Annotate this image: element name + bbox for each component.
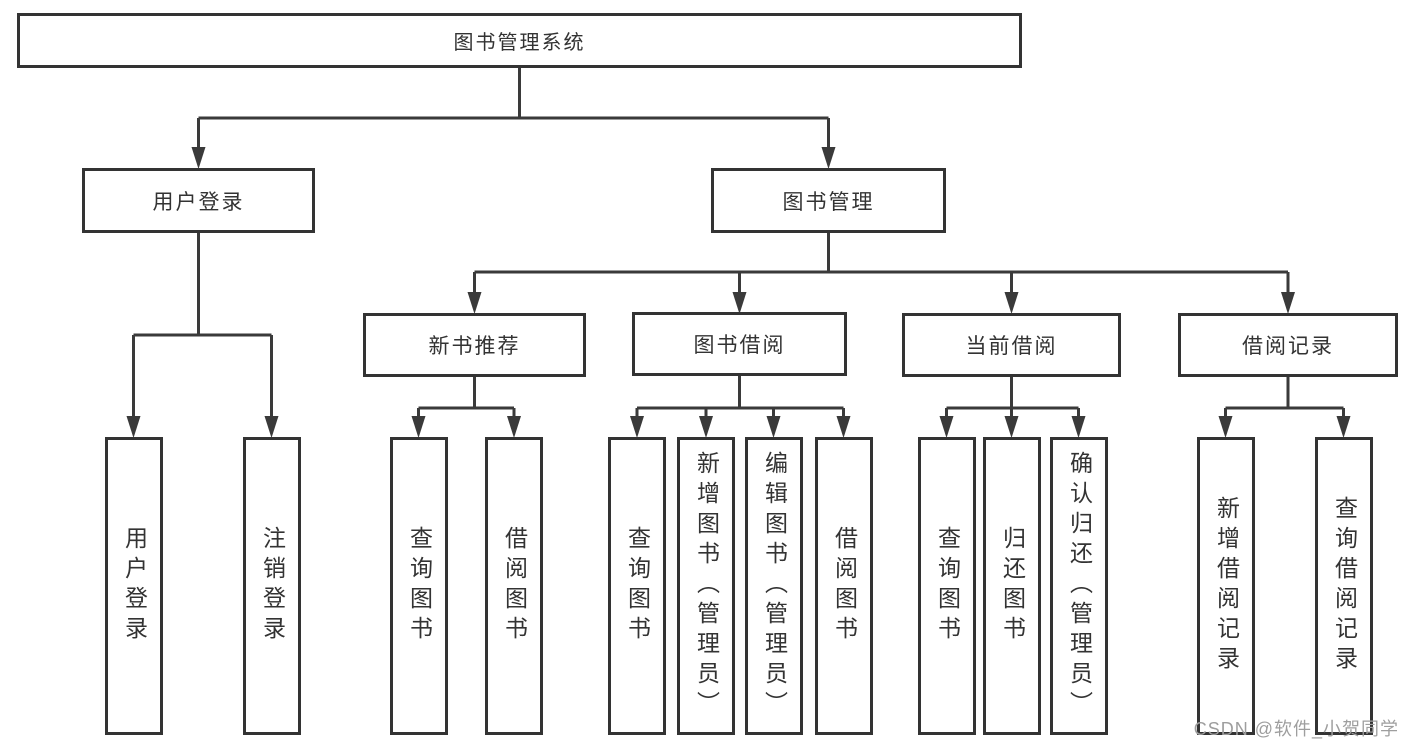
node-library-management-system: 图书管理系统 [17, 13, 1022, 68]
node-current-borrowing: 当前借阅 [902, 313, 1121, 377]
leaf-label: 新增借阅记录 [1213, 496, 1240, 676]
leaf-label: 新增图书（管理员） [693, 451, 720, 721]
leaf-label: 查询图书 [624, 526, 651, 646]
leaf-edit-books-admin: 编辑图书（管理员） [745, 437, 803, 735]
leaf-query-books-current: 查询图书 [918, 437, 976, 735]
leaf-user-login: 用户登录 [105, 437, 163, 735]
leaf-label: 确认归还（管理员） [1066, 451, 1093, 721]
node-label: 图书管理 [782, 190, 875, 214]
leaf-query-books-borrowing: 查询图书 [608, 437, 666, 735]
leaf-label: 归还图书 [999, 526, 1026, 646]
leaf-label: 查询图书 [934, 526, 961, 646]
leaf-query-books-recommend: 查询图书 [390, 437, 448, 735]
csdn-watermark: CSDN @软件_小贺同学 [1193, 719, 1399, 739]
leaf-add-books-admin: 新增图书（管理员） [677, 437, 735, 735]
node-borrowing-records: 借阅记录 [1178, 313, 1398, 377]
node-user-login: 用户登录 [82, 168, 315, 233]
leaf-label: 编辑图书（管理员） [761, 451, 788, 721]
leaf-label: 注销登录 [259, 526, 286, 646]
leaf-borrow-books-borrowing: 借阅图书 [815, 437, 873, 735]
leaf-logout: 注销登录 [243, 437, 301, 735]
node-label: 图书借阅 [693, 334, 786, 357]
leaf-return-books: 归还图书 [983, 437, 1041, 735]
leaf-add-borrow-record: 新增借阅记录 [1197, 437, 1255, 735]
node-label: 图书管理系统 [453, 32, 586, 54]
node-new-book-recommend: 新书推荐 [363, 313, 586, 377]
leaf-borrow-books-recommend: 借阅图书 [485, 437, 543, 735]
node-label: 借阅记录 [1242, 335, 1334, 358]
arrowheads [126, 147, 1351, 438]
node-label: 新书推荐 [428, 335, 521, 358]
node-book-borrowing: 图书借阅 [632, 312, 847, 376]
leaf-label: 查询图书 [406, 526, 433, 646]
leaf-confirm-return-admin: 确认归还（管理员） [1050, 437, 1108, 735]
node-label: 当前借阅 [965, 335, 1058, 358]
leaf-label: 借阅图书 [831, 526, 858, 646]
leaf-query-borrow-record: 查询借阅记录 [1315, 437, 1373, 735]
node-label: 用户登录 [152, 190, 245, 214]
leaf-label: 借阅图书 [501, 526, 528, 646]
leaf-label: 查询借阅记录 [1331, 496, 1358, 676]
node-book-management: 图书管理 [711, 168, 946, 233]
leaf-label: 用户登录 [121, 526, 148, 646]
